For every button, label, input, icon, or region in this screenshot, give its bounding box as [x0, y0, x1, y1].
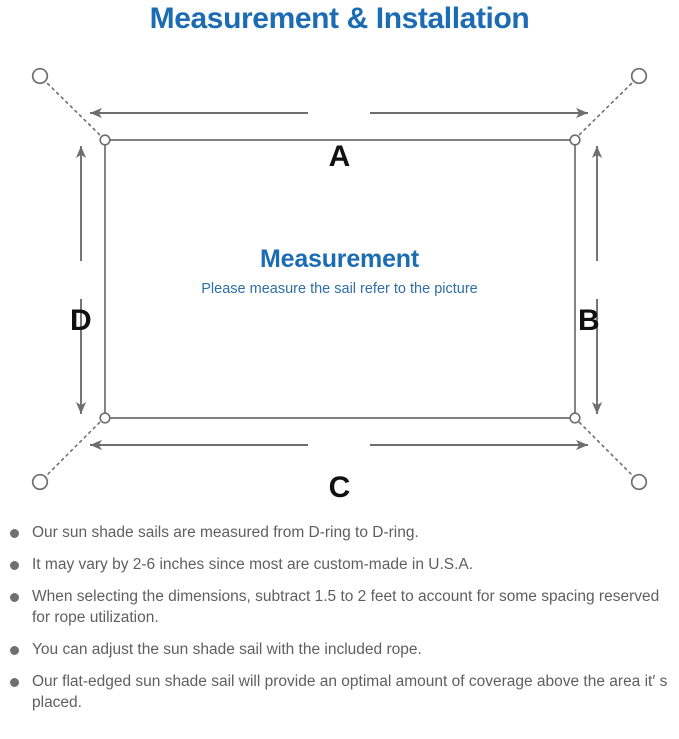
sail-body — [104, 139, 576, 419]
note-text: Our sun shade sails are measured from D-… — [32, 524, 419, 541]
note-text: When selecting the dimensions, subtract … — [32, 588, 660, 626]
note-text: It may vary by 2-6 inches since most are… — [32, 556, 474, 573]
note-item: Our sun shade sails are measured from D-… — [0, 522, 679, 543]
d-ring-bottom-left — [99, 412, 111, 424]
anchor-ring-top-left — [31, 67, 49, 85]
bullet-icon — [10, 678, 19, 687]
bullet-icon — [10, 646, 19, 655]
note-text: Our flat-edged sun shade sail will provi… — [32, 673, 668, 711]
bullet-icon — [10, 593, 19, 602]
notes-list: Our sun shade sails are measured from D-… — [0, 522, 679, 724]
rope-bottom-right — [574, 417, 634, 477]
rope-bottom-left — [45, 417, 105, 477]
note-item: You can adjust the sun shade sail with t… — [0, 639, 679, 660]
page-title: Measurement & Installation — [149, 2, 530, 35]
dimension-label-a: A — [328, 140, 351, 173]
dimension-label-d: D — [70, 304, 92, 337]
dimension-label-c: C — [328, 471, 351, 504]
note-item: It may vary by 2-6 inches since most are… — [0, 554, 679, 575]
d-ring-bottom-right — [569, 412, 581, 424]
anchor-ring-top-right — [630, 67, 648, 85]
note-item: When selecting the dimensions, subtract … — [0, 586, 679, 628]
anchor-ring-bottom-left — [31, 473, 49, 491]
d-ring-top-left — [99, 134, 111, 146]
note-text: You can adjust the sun shade sail with t… — [32, 641, 422, 658]
rope-top-right — [574, 81, 634, 140]
diagram-svg — [31, 67, 648, 491]
anchor-rings — [31, 67, 648, 491]
rope-lines — [45, 81, 634, 477]
diagram-center-label: Measurement — [260, 245, 419, 273]
dimension-label-b: B — [578, 304, 600, 337]
note-item: Our flat-edged sun shade sail will provi… — [0, 671, 679, 713]
bullet-icon — [10, 529, 19, 538]
d-ring-top-right — [569, 134, 581, 146]
rope-top-left — [45, 81, 105, 140]
d-rings — [99, 134, 581, 424]
bullet-icon — [10, 561, 19, 570]
measurement-diagram: Measurement Please measure the sail refe… — [0, 46, 679, 516]
diagram-center-sublabel: Please measure the sail refer to the pic… — [201, 281, 478, 297]
anchor-ring-bottom-right — [630, 473, 648, 491]
